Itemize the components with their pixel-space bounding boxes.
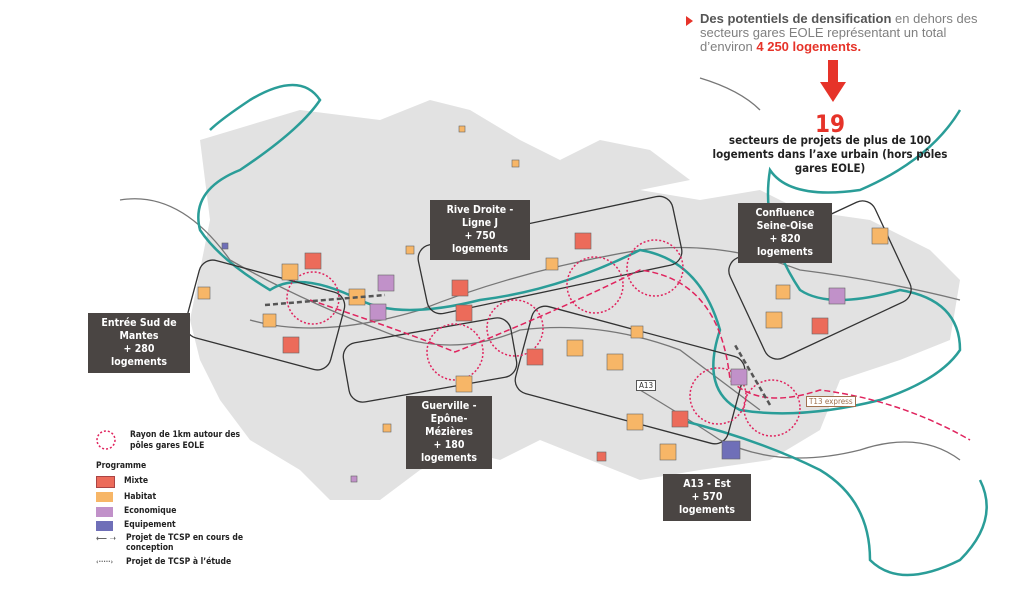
legend-tcsp-study: Projet de TCSP à l’étude: [126, 557, 232, 567]
radius-circle-icon: [96, 430, 116, 450]
legend-radius-label: Rayon de 1km autour des pôles gares EOLE: [130, 430, 241, 451]
roads: [119, 77, 961, 461]
headline-number: 19: [814, 110, 846, 138]
sector-name: Guerville - Epône-Mézières: [421, 400, 477, 438]
legend-tcsp-design: Projet de TCSP en cours de conception: [126, 533, 244, 553]
tcsp-design-arrows: [264, 293, 772, 406]
double-arrow-icon: ⟵ ➝: [96, 534, 117, 544]
sector-count: + 570 logements: [678, 491, 736, 516]
sector-label-confluence: Confluence Seine-Oise+ 820 logements: [738, 203, 832, 263]
red-triangle-icon: [686, 16, 693, 26]
sector-count: + 280 logements: [110, 343, 168, 368]
sector-label-rive-droite: Rive Droite - Ligne J+ 750 logements: [430, 200, 530, 260]
down-arrow-icon: [820, 60, 846, 102]
densification-intro: Des potentiels de densification en dehor…: [686, 11, 990, 54]
sector-name: Confluence Seine-Oise: [755, 207, 815, 232]
intro-text: en dehors des secteurs gares EOLE représ…: [700, 11, 978, 54]
intro-bold: Des potentiels de densification: [700, 11, 892, 26]
legend-mixte: Mixte: [124, 476, 149, 486]
legend-economique: Economique: [124, 506, 177, 516]
economique-swatch: [96, 507, 113, 517]
dotted-arrow-icon: ‹·····›: [96, 558, 114, 566]
sector-label-entree-sud: Entrée Sud de Mantes+ 280 logements: [88, 313, 190, 373]
intro-highlight: 4 250 logements.: [756, 39, 862, 54]
habitat-swatch: [96, 492, 113, 502]
sector-name: A13 - Est: [683, 478, 731, 490]
oise-river: [679, 418, 988, 577]
road-label-a13: A13: [636, 380, 657, 391]
sector-label-a13-est: A13 - Est+ 570 logements: [663, 474, 751, 521]
sector-name: Entrée Sud de Mantes: [101, 317, 177, 342]
station-radius-circles: [286, 239, 801, 437]
sector-name: Rive Droite - Ligne J: [446, 204, 514, 229]
legend-habitat: Habitat: [124, 492, 157, 502]
sector-count: + 180 logements: [420, 439, 478, 464]
transit-label-t13: T13 express: [806, 396, 856, 407]
legend-equipement: Equipement: [124, 520, 176, 530]
equipement-swatch: [96, 521, 113, 531]
sector-count: + 750 logements: [451, 230, 509, 255]
headline-text: secteurs de projets de plus de 100 logem…: [712, 133, 948, 175]
mixte-swatch: [96, 476, 115, 488]
legend-title: Programme: [96, 461, 147, 471]
sector-label-guerville: Guerville - Epône-Mézières+ 180 logement…: [406, 396, 492, 469]
sector-count: + 820 logements: [756, 233, 814, 258]
tcsp-study-line: [309, 269, 971, 441]
